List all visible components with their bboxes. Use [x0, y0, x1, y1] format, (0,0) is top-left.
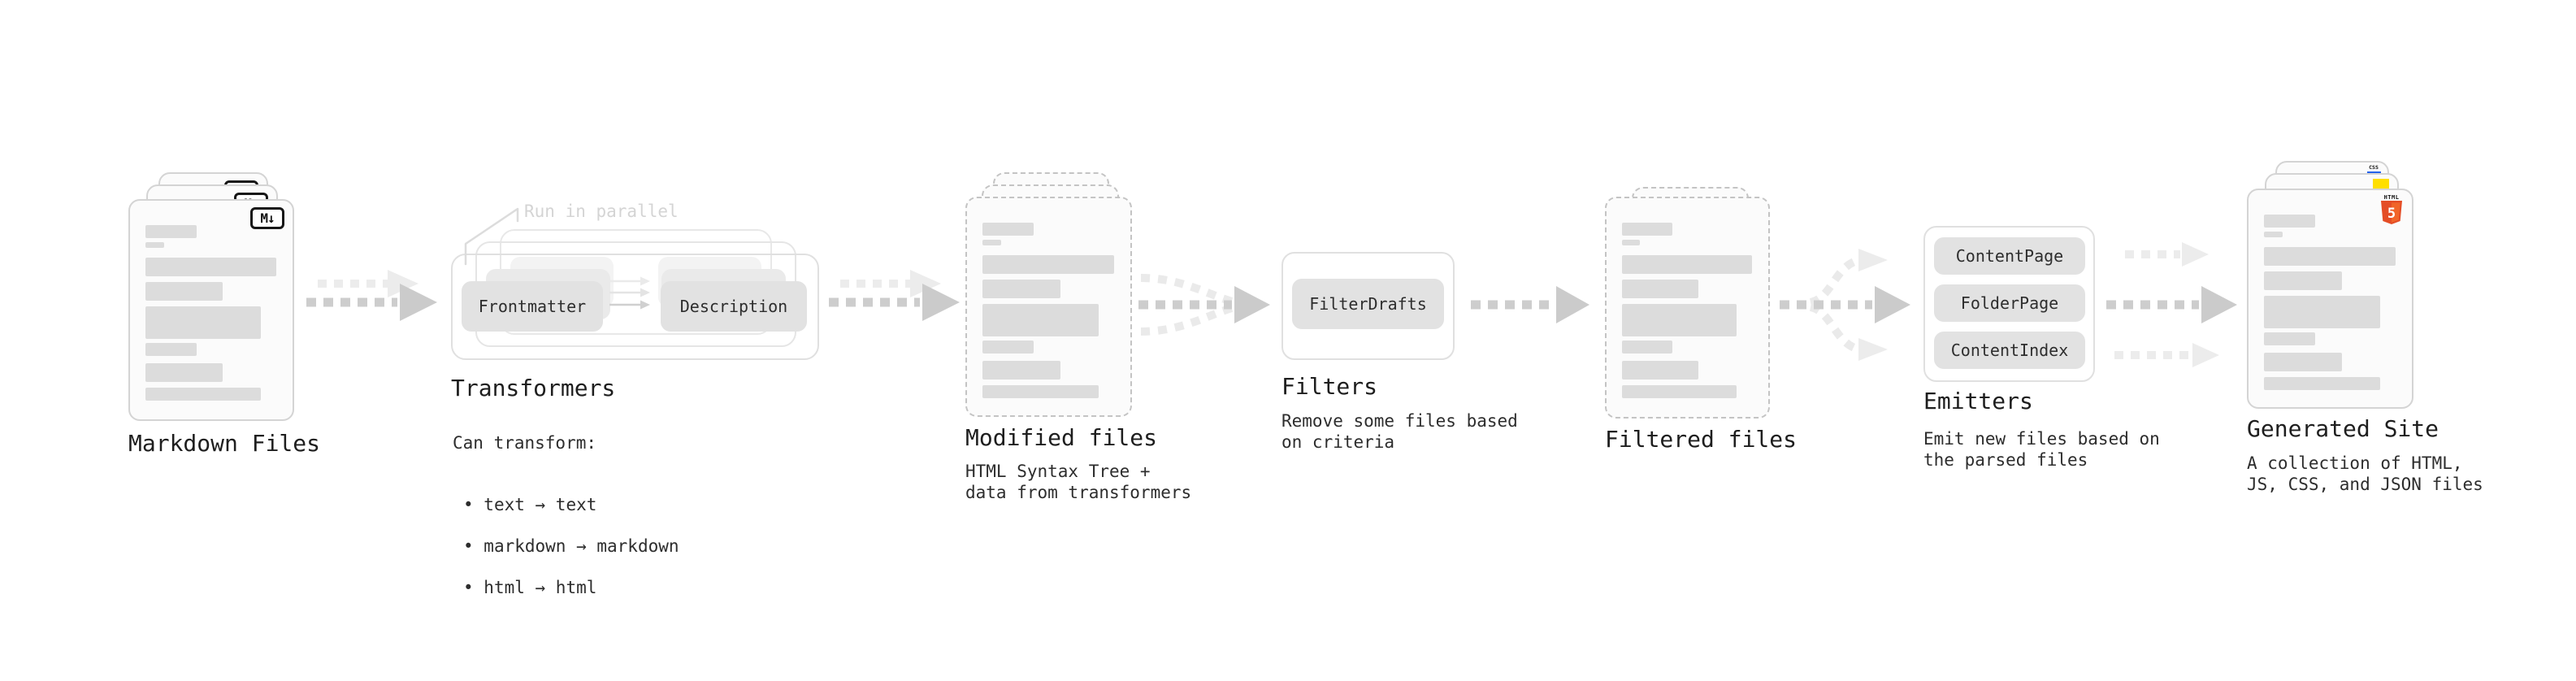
transformers-label: Transformers	[451, 375, 616, 401]
bullet-text-to-text: text → text	[453, 495, 679, 516]
modified-files-description: HTML Syntax Tree + data from transformer…	[965, 462, 1192, 502]
document-placeholder-lines	[145, 201, 276, 401]
description-chip-label: Description	[679, 297, 788, 316]
markdown-file-card-front: M↓	[128, 199, 294, 421]
folderpage-chip-label: FolderPage	[1960, 293, 2059, 313]
run-in-parallel-leader-line	[464, 207, 519, 266]
filtered-file-card-front	[1605, 197, 1770, 419]
arrow-filters-to-filtered	[1471, 286, 1589, 323]
css-icon-word: CSS	[2369, 164, 2379, 171]
filterdrafts-chip-label: FilterDrafts	[1309, 294, 1427, 314]
generated-site-label: Generated Site	[2247, 415, 2439, 442]
emitters-description: Emit new files based on the parsed files	[1923, 429, 2160, 470]
run-in-parallel-annotation: Run in parallel	[524, 202, 679, 221]
generated-site-description: A collection of HTML, JS, CSS, and JSON …	[2247, 453, 2483, 494]
folderpage-chip: FolderPage	[1934, 284, 2085, 322]
filters-label: Filters	[1281, 373, 1378, 400]
arrow-modified-to-filters	[1138, 274, 1270, 336]
contentindex-chip: ContentIndex	[1934, 332, 2085, 369]
arrow-emitters-to-generated	[2106, 242, 2237, 367]
contentindex-chip-label: ContentIndex	[1950, 340, 2069, 360]
document-placeholder-lines	[982, 198, 1114, 398]
can-transform-heading: Can transform:	[453, 432, 597, 453]
html5-icon: HTML 5	[2381, 194, 2402, 228]
document-placeholder-lines	[1622, 198, 1752, 398]
modified-files-label: Modified files	[965, 424, 1158, 451]
transformer-frame-front	[451, 254, 819, 360]
filters-description: Remove some files based on criteria	[1281, 411, 1518, 452]
transformers-description: Can transform: text → text markdown → ma…	[453, 412, 679, 640]
generated-file-card-html: HTML 5	[2247, 189, 2413, 409]
arrow-filtered-to-emitters	[1780, 249, 1910, 361]
emitters-box	[1923, 226, 2095, 382]
transform-bullet-list: text → text markdown → markdown html → h…	[453, 475, 679, 620]
modified-file-card-front	[965, 197, 1132, 417]
filterdrafts-chip: FilterDrafts	[1292, 279, 1444, 329]
html5-icon-word: HTML	[2383, 194, 2400, 201]
css-icon-bar	[2366, 171, 2381, 174]
contentpage-chip: ContentPage	[1934, 237, 2085, 275]
svg-text:5: 5	[2387, 206, 2396, 222]
frontmatter-chip-label: Frontmatter	[478, 297, 587, 316]
emitters-label: Emitters	[1923, 388, 2033, 414]
arrow-markdown-to-transformers	[306, 270, 437, 321]
bullet-html-to-html: html → html	[453, 578, 679, 599]
frontmatter-chip: Frontmatter	[462, 281, 603, 332]
css-icon: CSS	[2366, 165, 2381, 174]
transform-mini-arrows	[609, 276, 650, 310]
arrow-transformers-to-modified	[829, 270, 960, 321]
js-icon	[2373, 179, 2389, 189]
markdown-files-label: Markdown Files	[128, 430, 321, 457]
markdown-icon: M↓	[250, 207, 284, 229]
filters-box	[1281, 252, 1455, 360]
html5-shield: 5	[2381, 201, 2402, 224]
description-chip: Description	[661, 281, 807, 332]
document-placeholder-lines	[2264, 190, 2396, 390]
filtered-files-label: Filtered files	[1605, 426, 1798, 453]
bullet-markdown-to-markdown: markdown → markdown	[453, 536, 679, 557]
contentpage-chip-label: ContentPage	[1955, 246, 2064, 266]
